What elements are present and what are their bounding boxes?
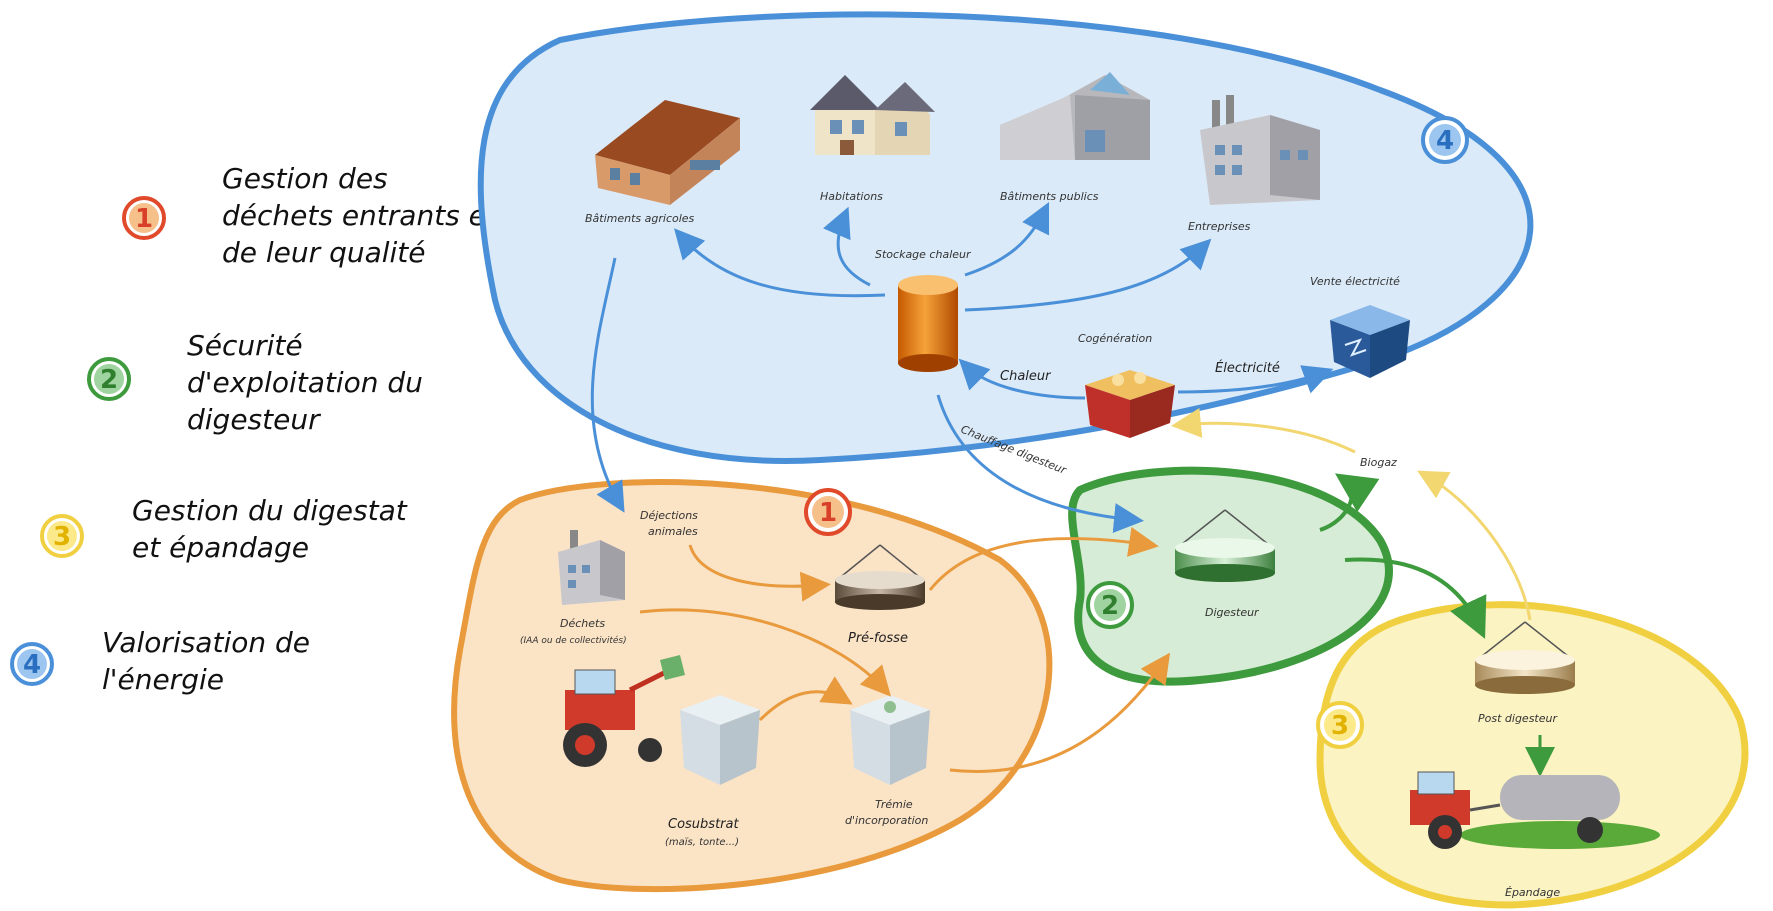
label-cosubstrat-sub: (maïs, tonte...) [665,837,739,848]
arrow-heat-to-housing [822,206,871,287]
hopper-icon [850,695,930,785]
legend-badge-4: 4 [10,642,54,686]
post-digester-tank-icon [1475,621,1575,694]
agricultural-building-icon [595,100,740,205]
label-cosubstrat: Cosubstrat [668,817,739,832]
label-digesteur: Digesteur [1205,606,1260,619]
arrow-hopper-to-digester [949,652,1171,773]
label-pre-fosse: Pré-fosse [848,631,908,646]
zone-badge-1: 1 [804,488,852,536]
arrow-effluents-to-prepit [688,544,831,602]
label-dejections-1: Déjections [640,509,698,522]
arrow-biogas-to-cogeneration [1171,407,1356,454]
factory-icon [1200,95,1320,205]
svg-text:1: 1 [819,498,837,528]
arrow-prepit-to-digester [928,527,1159,591]
svg-text:4: 4 [23,650,41,680]
zone-incoming-waste [451,479,1053,893]
svg-text:3: 3 [53,522,71,552]
svg-text:2: 2 [100,365,118,395]
tractor-loading-icon [563,655,685,767]
label-electricite: Électricité [1215,360,1280,376]
label-tremie-1: Trémie [875,798,913,811]
label-stockage-chaleur: Stockage chaleur [875,248,972,261]
heat-storage-tank-icon [898,275,958,372]
arrow-heat-to-companies [964,238,1212,312]
digester-tank-icon [1175,509,1275,582]
label-dejections-2: animales [648,525,698,538]
arrow-digester-to-biogas [1319,473,1380,532]
arrow-waste-to-hopper [639,608,892,697]
label-dechets: Déchets [560,617,605,630]
svg-text:2: 2 [1101,591,1119,621]
label-tremie-2: d'incorporation [845,814,928,827]
house-icon [810,75,935,155]
label-dechets-sub: (IAA ou de collectivités) [520,635,627,646]
zone-energy-valorisation [477,11,1534,464]
svg-text:1: 1 [135,204,153,234]
zone-badge-3: 3 [1316,701,1364,749]
arrow-post-to-biogas [1417,470,1532,621]
arrow-cosubstrate-to-hopper [758,676,853,722]
electricity-sale-icon [1330,305,1410,378]
label-batiments-publics: Bâtiments publics [1000,190,1099,203]
public-building-icon [1000,72,1150,160]
zone-badge-4: 4 [1421,116,1469,164]
legend-badge-3: 3 [40,514,84,558]
spreading-tractor-icon [1410,771,1660,849]
zone-badge-2: 2 [1086,581,1134,629]
svg-text:3: 3 [1331,711,1349,741]
label-batiments-agricoles: Bâtiments agricoles [585,212,695,225]
legend-text-4: Valorisation de l'énergie [102,626,311,696]
label-vente-electricite: Vente électricité [1310,275,1400,288]
legend-badge-1: 1 [122,196,166,240]
legend-text-2: Sécurité d'exploitation du digesteur [187,329,423,436]
arrow-cogeneration-electricity [1177,365,1334,394]
label-biogaz: Biogaz [1360,456,1397,469]
label-habitations: Habitations [820,190,883,203]
arrow-heat-to-agricultural [674,228,886,298]
legend-badge-2: 2 [87,357,131,401]
arrow-cogeneration-heat [958,358,1086,400]
arrow-digester-heating [936,394,1144,533]
label-chaleur: Chaleur [1000,369,1052,384]
arrow-digester-to-post [1344,557,1487,639]
label-cogeneration: Cogénération [1078,332,1152,345]
svg-text:4: 4 [1436,126,1454,156]
waste-factory-icon [558,530,625,605]
co-substrate-container-icon [680,695,760,785]
zone-digestate-spreading [1316,601,1749,909]
label-epandage: Épandage [1505,886,1560,899]
label-post-digesteur: Post digesteur [1478,712,1558,725]
label-entreprises: Entreprises [1188,220,1251,233]
arrow-farm-to-effluents [590,257,625,513]
pre-pit-tank-icon [835,544,925,610]
arrow-heat-to-public [964,201,1050,277]
legend-text-1: Gestion des déchets entrants et de leur … [222,162,497,269]
legend-text-3: Gestion du digestat et épandage [132,494,407,564]
cogeneration-unit-icon [1085,370,1175,438]
